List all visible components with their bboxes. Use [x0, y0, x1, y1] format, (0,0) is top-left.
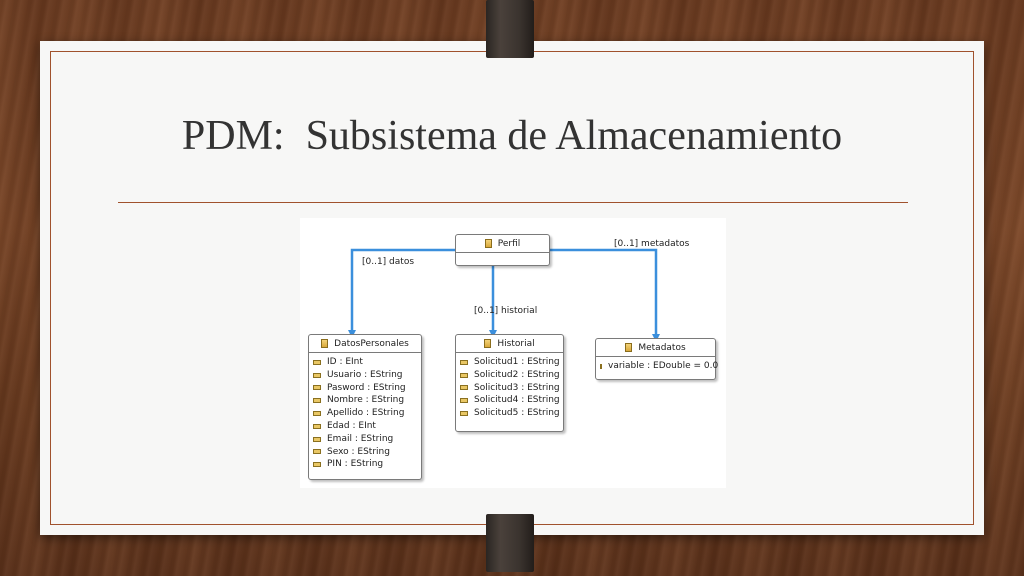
title-divider: [118, 202, 908, 203]
reference-lines: [348, 248, 660, 342]
attribute-label: variable : EDouble = 0.0: [608, 361, 719, 371]
class-datos-personales-name: DatosPersonales: [334, 338, 409, 349]
reference-label-metadatos: [0..1] metadatos: [614, 239, 690, 249]
attribute-row[interactable]: variable : EDouble = 0.0: [600, 360, 719, 373]
reference-line-metadatos: [549, 248, 660, 342]
attribute-icon: [313, 411, 321, 417]
attribute-row[interactable]: ID : EInt: [313, 356, 421, 369]
attribute-label: Usuario : EString: [327, 369, 403, 380]
class-diagram: Perfil [0..1] datos [0..1] historial [0.…: [300, 218, 726, 488]
attribute-label: Email : EString: [327, 433, 394, 444]
attribute-row[interactable]: Edad : EInt: [313, 420, 421, 433]
attribute-icon: [313, 398, 321, 404]
attribute-icon: [313, 385, 321, 391]
class-metadatos-attributes: variable : EDouble = 0.0: [596, 357, 719, 375]
attribute-row[interactable]: Pasword : EString: [313, 382, 421, 395]
class-perfil[interactable]: Perfil: [455, 234, 550, 266]
attribute-icon: [460, 372, 468, 378]
attribute-label: Solicitud1 : EString: [474, 357, 560, 367]
class-historial[interactable]: Historial Solicitud1 : EString Solicitud…: [455, 334, 564, 432]
class-metadatos-header: Metadatos: [596, 339, 715, 357]
attribute-icon: [313, 436, 321, 442]
attribute-label: Edad : EInt: [327, 420, 376, 431]
class-historial-attributes: Solicitud1 : EString Solicitud2 : EStrin…: [456, 353, 563, 422]
attribute-label: Pasword : EString: [327, 382, 406, 393]
class-icon: [484, 239, 492, 248]
attribute-row[interactable]: Nombre : EString: [313, 394, 421, 407]
attribute-label: Sexo : EString: [327, 446, 390, 457]
attribute-row[interactable]: PIN : EString: [313, 458, 421, 471]
slide-title: PDM: Subsistema de Almacenamiento: [181, 113, 843, 159]
attribute-label: PIN : EString: [327, 459, 384, 470]
attribute-label: Solicitud5 : EString: [474, 408, 560, 419]
class-metadatos-name: Metadatos: [638, 342, 686, 353]
class-metadatos[interactable]: Metadatos variable : EDouble = 0.0: [595, 338, 719, 380]
class-datos-personales-header: DatosPersonales: [309, 335, 421, 353]
attribute-icon: [313, 372, 321, 378]
attribute-row[interactable]: Solicitud2 : EString: [460, 369, 563, 382]
class-historial-header: Historial: [456, 335, 563, 353]
attribute-row[interactable]: Solicitud5 : EString: [460, 407, 563, 420]
attribute-row[interactable]: Usuario : EString: [313, 369, 421, 382]
class-historial-name: Historial: [497, 338, 535, 349]
attribute-icon: [313, 423, 321, 429]
attribute-label: Apellido : EString: [327, 408, 405, 419]
attribute-row[interactable]: Solicitud4 : EString: [460, 394, 563, 407]
attribute-row[interactable]: Email : EString: [313, 433, 421, 446]
attribute-icon: [460, 385, 468, 391]
attribute-label: Solicitud3 : EString: [474, 382, 560, 393]
attribute-label: Solicitud2 : EString: [474, 369, 560, 380]
attribute-icon: [460, 398, 468, 404]
binder-clip-bottom: [486, 514, 534, 572]
attribute-icon: [460, 359, 468, 365]
class-icon: [321, 339, 329, 348]
class-perfil-name: Perfil: [497, 238, 521, 249]
attribute-icon: [313, 462, 321, 468]
attribute-row[interactable]: Solicitud1 : EString: [460, 356, 563, 369]
reference-label-historial: [0..1] historial: [474, 306, 538, 316]
reference-line-datos: [348, 248, 455, 338]
attribute-row[interactable]: Apellido : EString: [313, 407, 421, 420]
binder-clip-top: [486, 0, 534, 58]
class-icon: [484, 339, 492, 348]
class-datos-personales-attributes: ID : EInt Usuario : EString Pasword : ES…: [309, 353, 421, 473]
attribute-label: Solicitud4 : EString: [474, 395, 560, 406]
attribute-icon: [313, 449, 321, 455]
attribute-row[interactable]: Sexo : EString: [313, 446, 421, 459]
attribute-label: ID : EInt: [327, 357, 363, 367]
class-datos-personales[interactable]: DatosPersonales ID : EInt Usuario : EStr…: [308, 334, 422, 480]
reference-label-datos: [0..1] datos: [362, 257, 415, 267]
attribute-label: Nombre : EString: [327, 395, 405, 406]
class-perfil-header: Perfil: [456, 235, 549, 253]
attribute-icon: [460, 411, 468, 417]
attribute-row[interactable]: Solicitud3 : EString: [460, 382, 563, 395]
attribute-icon: [313, 359, 321, 365]
class-icon: [625, 343, 633, 352]
attribute-icon: [600, 363, 602, 369]
